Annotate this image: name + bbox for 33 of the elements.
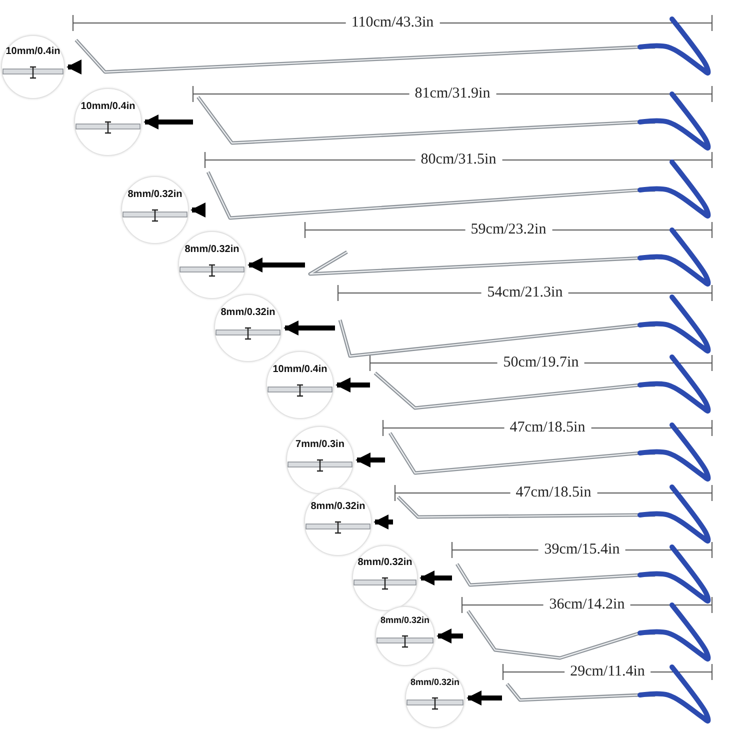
diameter-label: 8mm/0.32in [409,677,461,687]
diameter-label: 10mm/0.4in [4,46,62,57]
diameter-label: 8mm/0.32in [184,244,240,255]
detail-circle [1,35,65,99]
diameter-label: 10mm/0.4in [272,364,328,375]
diameter-label: 8mm/0.32in [379,615,431,625]
diameter-label: 8mm/0.32in [356,557,414,568]
arrow [284,320,335,336]
arrow [336,378,370,392]
arrow [420,570,452,586]
detail-circle [178,231,246,299]
detail-circle [266,351,334,419]
arrow [190,202,206,218]
detail-circle [121,176,189,244]
detail-circle [286,426,354,494]
detail-circle [375,606,435,666]
arrow [66,60,82,74]
diameter-label: 7mm/0.3in [294,439,346,450]
detail-circle [74,88,142,156]
diameter-label: 8mm/0.32in [310,501,366,512]
arrow [436,628,463,644]
detail-circle [405,668,465,728]
diameter-label: 8mm/0.32in [220,307,276,318]
arrow [248,258,305,272]
detail-circle [304,488,372,556]
detail-circle [352,545,418,611]
diameter-label: 8mm/0.32in [126,189,184,200]
diameter-label: 10mm/0.4in [80,101,136,112]
arrow [374,514,393,530]
arrow [144,114,193,130]
detail-circle [214,294,282,362]
arrow [466,690,502,706]
arrow [356,452,385,468]
